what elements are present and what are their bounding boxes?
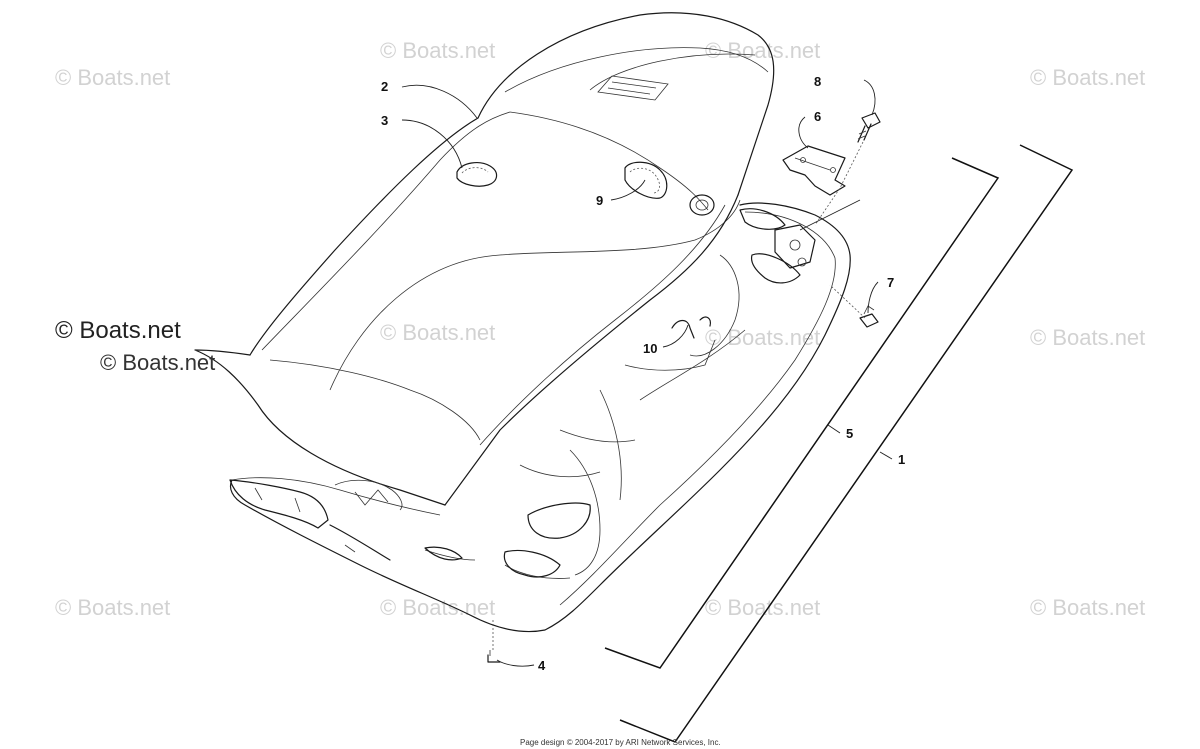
hardware-drawing — [487, 112, 881, 663]
seat-cover-drawing — [194, 12, 775, 506]
watermark: © Boats.net — [1030, 595, 1145, 620]
assembly-brackets — [604, 144, 1074, 743]
callout-5[interactable]: 5 — [846, 426, 853, 441]
callout-1[interactable]: 1 — [898, 452, 905, 467]
watermark: © Boats.net — [55, 65, 170, 90]
watermark: © Boats.net — [55, 595, 170, 620]
watermark: © Boats.net — [1030, 65, 1145, 90]
watermark: © Boats.net — [705, 38, 820, 63]
watermark: © Boats.net — [1030, 325, 1145, 350]
footer-copyright: Page design © 2004-2017 by ARI Network S… — [520, 738, 721, 747]
callout-10[interactable]: 10 — [643, 341, 657, 356]
callout-9[interactable]: 9 — [596, 193, 603, 208]
leader-lines — [401, 79, 893, 667]
watermark: © Boats.net — [380, 320, 495, 345]
callout-4[interactable]: 4 — [538, 658, 546, 673]
callout-7[interactable]: 7 — [887, 275, 894, 290]
watermark: © Boats.net — [380, 38, 495, 63]
callout-8[interactable]: 8 — [814, 74, 821, 89]
watermark: © Boats.net — [380, 595, 495, 620]
callout-labels: 2 3 9 8 6 7 10 5 1 4 — [381, 74, 905, 673]
watermark-foreground: © Boats.net — [55, 317, 181, 344]
watermark: © Boats.net — [705, 325, 820, 350]
seat-base-drawing — [229, 202, 851, 633]
callout-6[interactable]: 6 — [814, 109, 821, 124]
watermark-foreground-shadow: © Boats.net — [100, 350, 215, 375]
callout-2[interactable]: 2 — [381, 79, 388, 94]
callout-3[interactable]: 3 — [381, 113, 388, 128]
